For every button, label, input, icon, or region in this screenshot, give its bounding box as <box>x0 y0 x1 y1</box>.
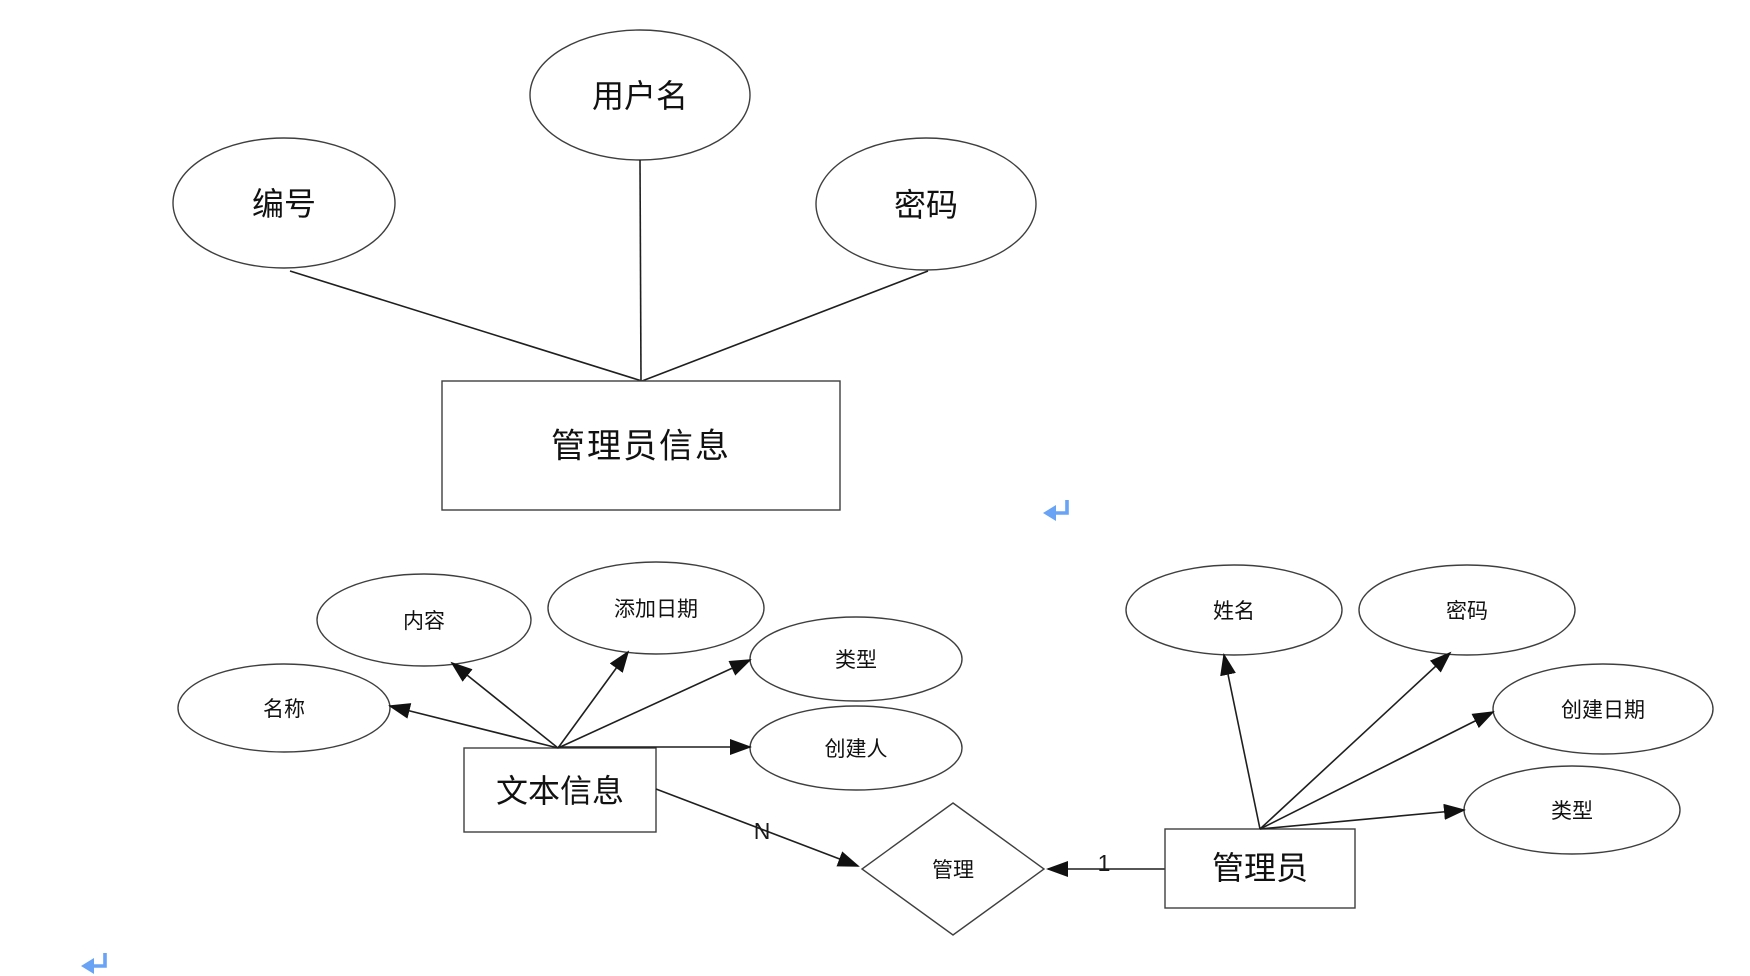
attribute-ellipse-password[interactable] <box>815 137 1037 271</box>
arrow-admin-to-type <box>1259 803 1466 830</box>
attribute-label-username: 用户名 <box>592 78 688 114</box>
return-arrow-icon <box>1043 500 1069 521</box>
attribute-label-content: 内容 <box>403 609 445 633</box>
entity-rect-text-info[interactable] <box>463 747 657 833</box>
entity-rect-admin-info[interactable] <box>441 380 841 511</box>
attribute-label-name: 名称 <box>263 697 305 721</box>
attribute-label-id: 编号 <box>252 186 316 222</box>
attribute-label-creator: 创建人 <box>825 737 888 761</box>
arrow-admin-to-password <box>1259 651 1452 830</box>
attribute-label-admin-password: 密码 <box>1446 599 1488 623</box>
attribute-ellipse-admin-password[interactable] <box>1358 564 1576 656</box>
attribute-label-add-date: 添加日期 <box>614 597 698 621</box>
relationship-cluster: 管理 N 1 <box>655 788 1165 936</box>
connector-id-to-admininfo <box>289 270 643 382</box>
arrow-admin-to-create-date <box>1259 711 1495 830</box>
attribute-label-type: 类型 <box>835 648 877 672</box>
entity-label-admin-info: 管理员信息 <box>551 428 731 466</box>
cardinality-label-1: 1 <box>1098 850 1111 876</box>
admin-info-cluster: 编号 用户名 密码 管理员信息 <box>172 29 1037 511</box>
attribute-ellipse-id[interactable] <box>172 137 396 269</box>
arrow-textinfo-to-manage <box>655 788 860 867</box>
arrow-textinfo-to-content <box>450 661 559 749</box>
connector-username-to-admininfo <box>639 159 642 382</box>
arrow-textinfo-to-name <box>388 703 559 749</box>
attribute-ellipse-add-date[interactable] <box>547 561 765 655</box>
return-arrow-icon <box>81 953 107 974</box>
text-info-cluster: 名称 内容 添加日期 类型 创建人 文本信息 <box>177 561 963 833</box>
arrow-admin-to-name <box>1220 653 1261 830</box>
attribute-label-admin-type: 类型 <box>1551 799 1593 823</box>
entity-label-admin: 管理员 <box>1212 850 1308 886</box>
arrow-textinfo-to-add-date <box>557 650 630 749</box>
cardinality-label-n: N <box>754 818 771 844</box>
attribute-ellipse-content[interactable] <box>316 573 532 667</box>
attribute-label-password: 密码 <box>894 187 958 223</box>
entity-label-text-info: 文本信息 <box>496 773 624 809</box>
relationship-label-manage: 管理 <box>932 858 974 882</box>
connector-password-to-admininfo <box>641 270 929 382</box>
admin-cluster: 姓名 密码 创建日期 类型 管理员 <box>1125 564 1714 909</box>
attribute-ellipse-type[interactable] <box>749 616 963 702</box>
attribute-ellipse-create-date[interactable] <box>1492 663 1714 755</box>
relationship-diamond-manage[interactable] <box>860 802 1046 936</box>
attribute-label-create-date: 创建日期 <box>1561 698 1645 722</box>
arrow-textinfo-to-type <box>557 659 752 749</box>
attribute-label-admin-name: 姓名 <box>1213 599 1255 623</box>
